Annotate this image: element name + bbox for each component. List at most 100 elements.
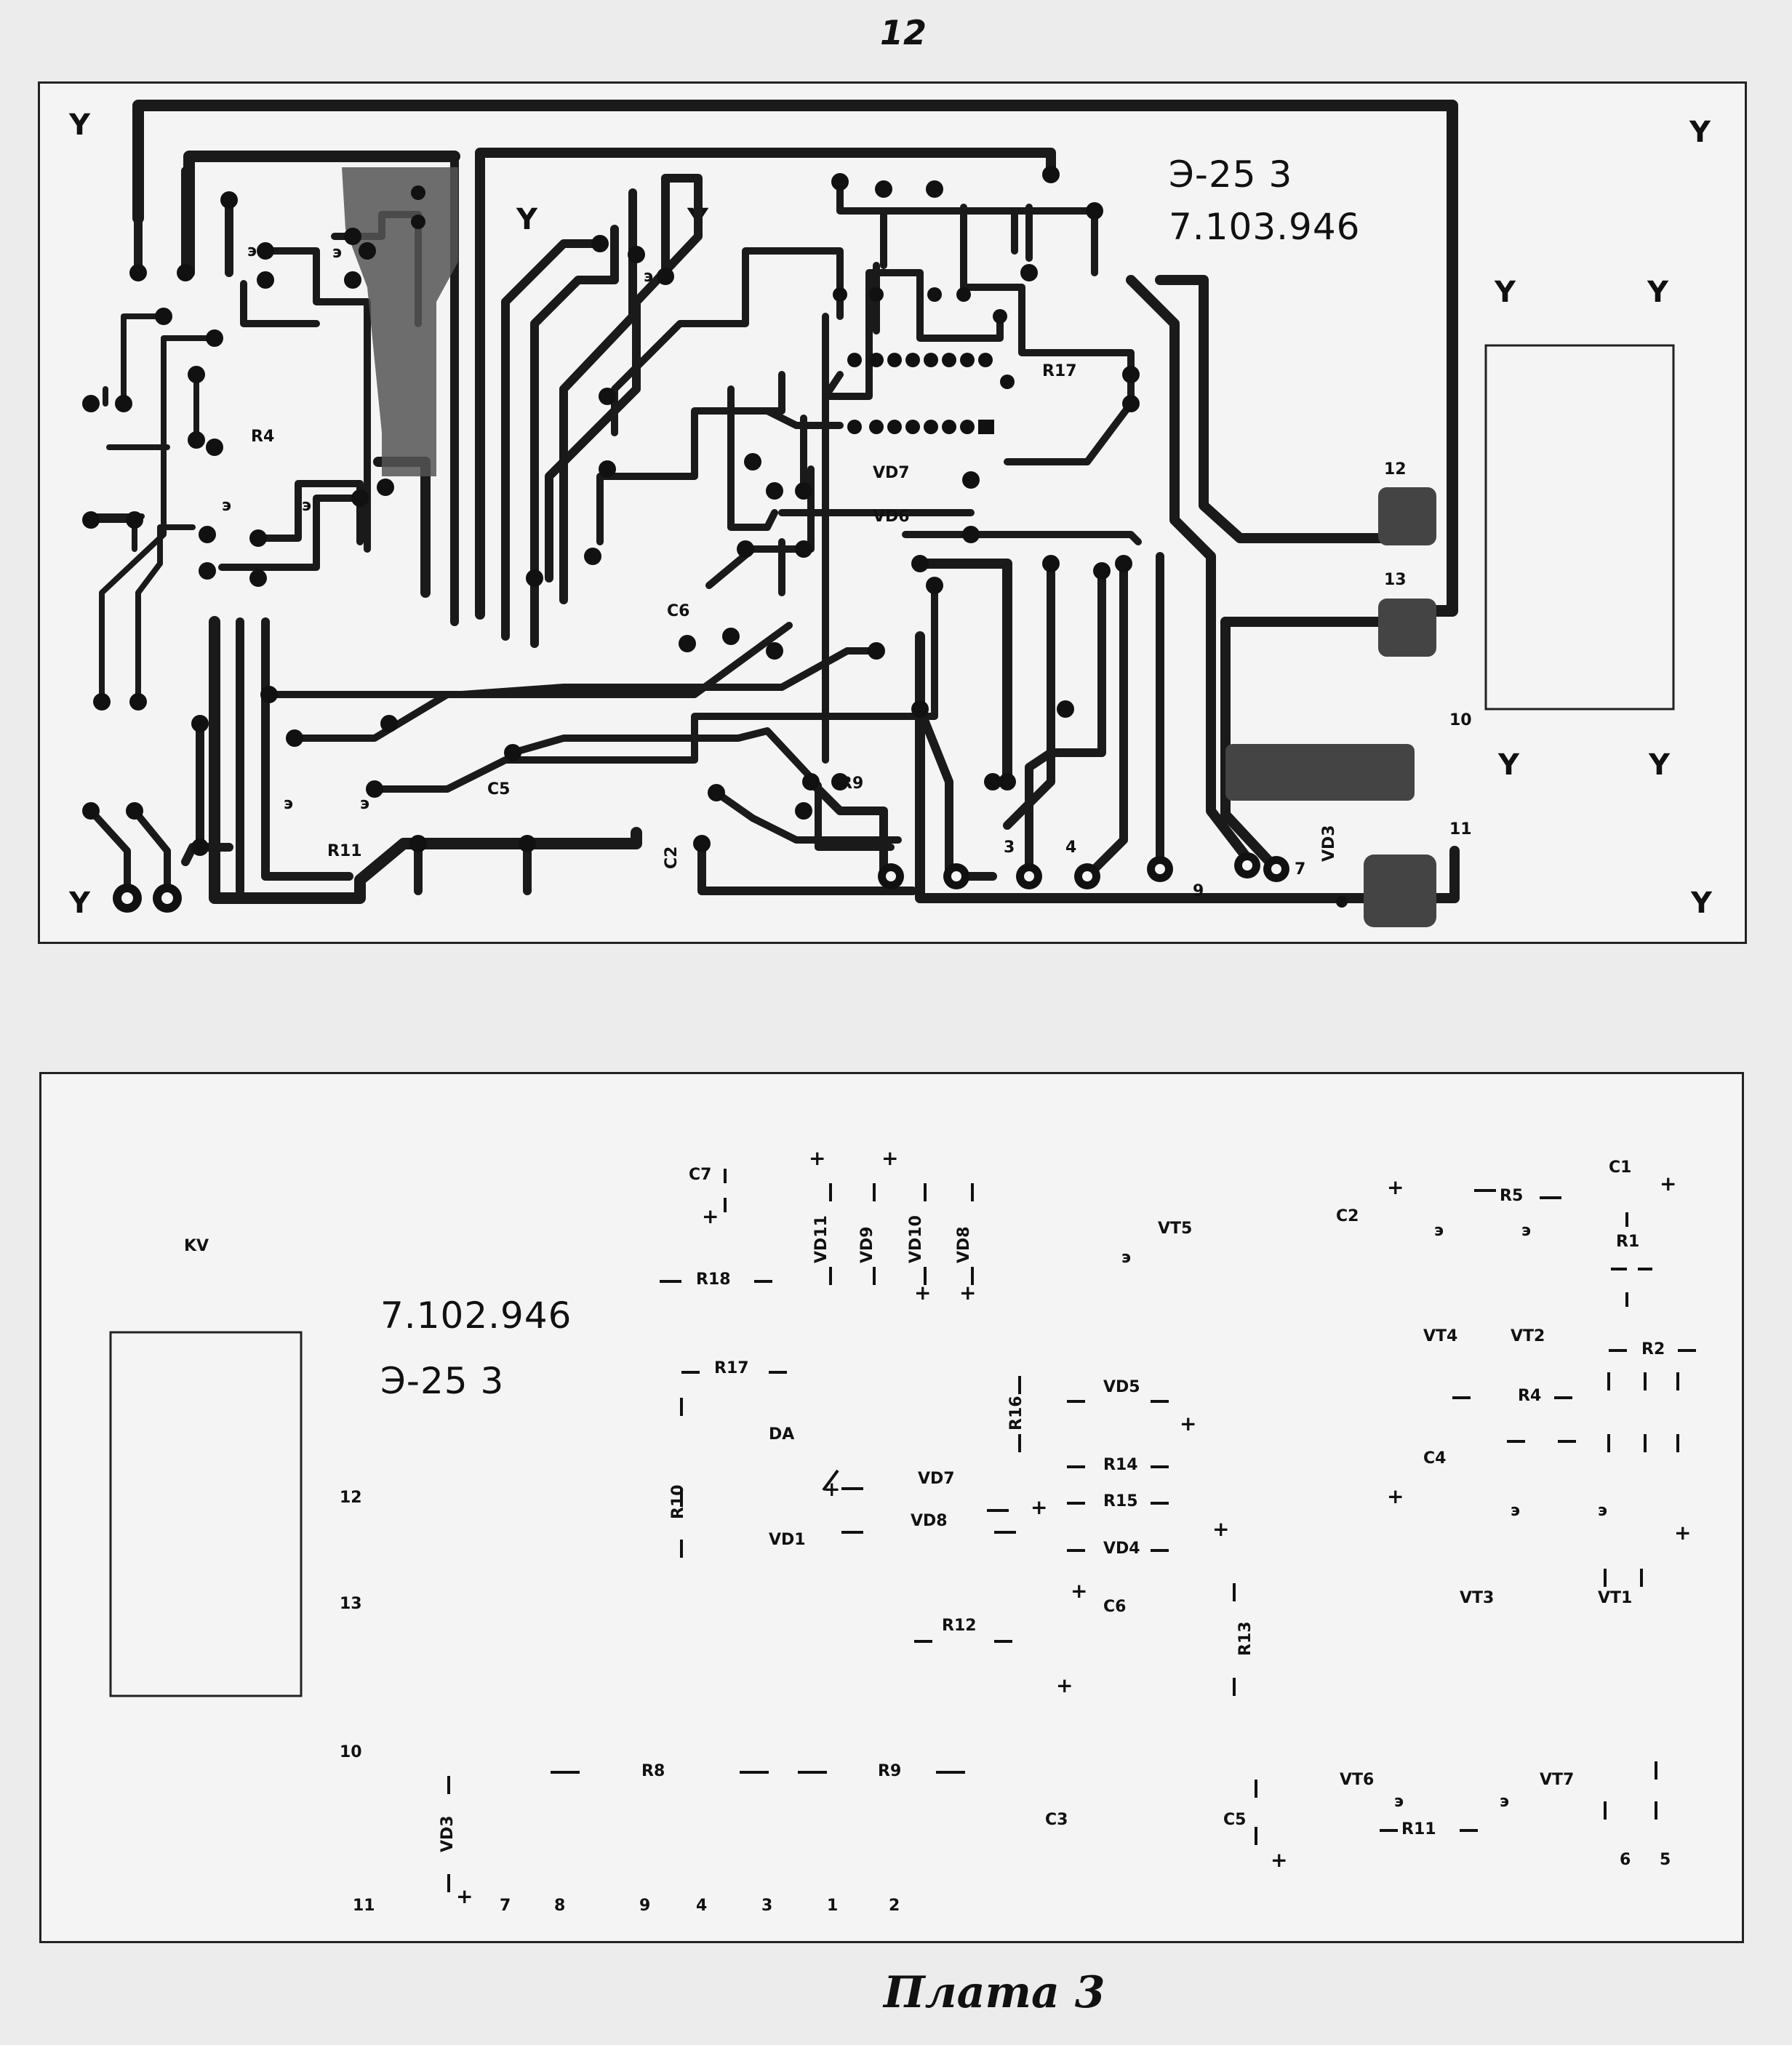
pin-10: 10 xyxy=(1449,711,1472,729)
svg-text:+: + xyxy=(1660,1172,1676,1196)
ref-vd11: VD11 xyxy=(812,1215,831,1263)
emitter-mark: э xyxy=(1121,1249,1132,1267)
pin-2: 2 xyxy=(889,1897,900,1915)
svg-text:+: + xyxy=(809,1146,825,1170)
emitter-mark: э xyxy=(302,497,312,515)
emitter-mark: э xyxy=(644,268,654,286)
ref-vd8b: VD8 xyxy=(955,1226,973,1263)
pin-3: 3 xyxy=(1004,839,1015,857)
svg-text:Y: Y xyxy=(68,887,91,920)
emitter-mark: э xyxy=(1521,1222,1532,1240)
ref-c1: C1 xyxy=(1609,1158,1632,1177)
emitter-mark: э xyxy=(332,244,343,262)
svg-text:+: + xyxy=(1387,1175,1404,1199)
svg-text:+: + xyxy=(1031,1495,1047,1519)
ref-c5: C5 xyxy=(1223,1811,1247,1829)
ref-c7: C7 xyxy=(689,1166,712,1184)
ref-r16: R16 xyxy=(1007,1396,1025,1430)
ref-vd10: VD10 xyxy=(907,1215,925,1263)
emitter-mark: э xyxy=(1500,1793,1510,1811)
ref-r9: R9 xyxy=(878,1762,902,1780)
ref-vd7: VD7 xyxy=(918,1470,955,1488)
board-code-line2: Э-25 3 xyxy=(380,1360,505,1402)
pin-3: 3 xyxy=(761,1897,773,1915)
board-code-line2: 7.103.946 xyxy=(1169,206,1361,248)
board-code-line1: 7.102.946 xyxy=(380,1294,572,1337)
pin-4: 4 xyxy=(1065,839,1077,857)
svg-text:Y: Y xyxy=(516,203,538,236)
ref-r17: R17 xyxy=(1042,362,1077,380)
svg-text:+: + xyxy=(1056,1673,1073,1697)
emitter-mark: э xyxy=(222,497,232,515)
pin-12: 12 xyxy=(1384,460,1407,479)
pin-6: 6 xyxy=(1620,1851,1631,1869)
page-number: 12 xyxy=(880,13,927,52)
ref-r8: R8 xyxy=(641,1762,665,1780)
pin-10: 10 xyxy=(340,1743,362,1761)
emitter-mark: э xyxy=(360,795,370,813)
copper-fill-top xyxy=(342,167,458,476)
ref-r9: R9 xyxy=(840,775,864,793)
pin-4: 4 xyxy=(696,1897,708,1915)
svg-text:+: + xyxy=(914,1281,931,1305)
ref-vt7: VT7 xyxy=(1540,1771,1575,1789)
pin-8: 8 xyxy=(554,1897,566,1915)
pin-7: 7 xyxy=(1295,860,1306,879)
component-outline-dashes xyxy=(447,1169,1696,1892)
ref-vt3: VT3 xyxy=(1460,1589,1495,1607)
emitter-mark: э xyxy=(1511,1502,1521,1520)
ref-c6: C6 xyxy=(667,602,690,620)
ref-c3: C3 xyxy=(1045,1811,1068,1829)
ref-r18: R18 xyxy=(696,1270,731,1289)
ref-r1: R1 xyxy=(1616,1233,1640,1251)
ref-vd3: VD3 xyxy=(439,1815,457,1852)
pin-7: 7 xyxy=(500,1897,511,1915)
ref-vt2: VT2 xyxy=(1511,1327,1545,1345)
ref-r11: R11 xyxy=(1401,1820,1436,1838)
ref-vd7: VD7 xyxy=(873,464,910,482)
ref-r10: R10 xyxy=(669,1484,687,1519)
pin-13: 13 xyxy=(340,1595,362,1613)
pin-11: 11 xyxy=(353,1897,375,1915)
emitter-mark: э xyxy=(1434,1222,1444,1240)
svg-text:+: + xyxy=(1387,1484,1404,1508)
pin-12: 12 xyxy=(340,1489,362,1507)
ref-vt1: VT1 xyxy=(1598,1589,1633,1607)
ref-kv: KV xyxy=(184,1237,209,1255)
ref-vd1: VD1 xyxy=(769,1531,806,1549)
ref-vt6: VT6 xyxy=(1340,1771,1375,1789)
pin-9: 9 xyxy=(639,1897,651,1915)
pin-11: 11 xyxy=(1449,820,1472,839)
pin-9: 9 xyxy=(1193,882,1204,900)
emitter-mark: э xyxy=(247,242,257,260)
ref-r5: R5 xyxy=(1500,1187,1524,1205)
svg-text:Y: Y xyxy=(1690,887,1713,920)
pad-10 xyxy=(1225,744,1415,801)
board-code-line1: Э-25 3 xyxy=(1169,153,1293,196)
silkscreen-marks: ++ +++ +++ +++ +++ +++ xyxy=(109,1146,1696,1908)
ref-r12: R12 xyxy=(942,1617,977,1635)
svg-text:+: + xyxy=(702,1204,719,1228)
ref-vd8: VD8 xyxy=(911,1512,948,1530)
ref-r11: R11 xyxy=(327,842,362,860)
svg-text:+: + xyxy=(823,1477,840,1501)
svg-text:+: + xyxy=(1180,1412,1196,1436)
svg-text:+: + xyxy=(1271,1848,1287,1872)
pin-5: 5 xyxy=(1660,1851,1671,1869)
ref-c6: C6 xyxy=(1103,1598,1127,1616)
ref-da: DA xyxy=(769,1425,795,1444)
svg-text:Y: Y xyxy=(1689,116,1711,149)
ref-vd9: VD9 xyxy=(858,1226,876,1263)
ref-r13: R13 xyxy=(1236,1621,1255,1656)
component-pads xyxy=(82,166,1348,913)
svg-text:Y: Y xyxy=(68,108,91,142)
relay-outline xyxy=(109,1331,303,1697)
ref-c2: C2 xyxy=(663,846,681,869)
ref-r15: R15 xyxy=(1103,1492,1138,1510)
ref-c5: C5 xyxy=(487,780,511,799)
ref-vt4: VT4 xyxy=(1423,1327,1458,1345)
ref-vt5: VT5 xyxy=(1158,1220,1193,1238)
svg-text:+: + xyxy=(959,1281,976,1305)
